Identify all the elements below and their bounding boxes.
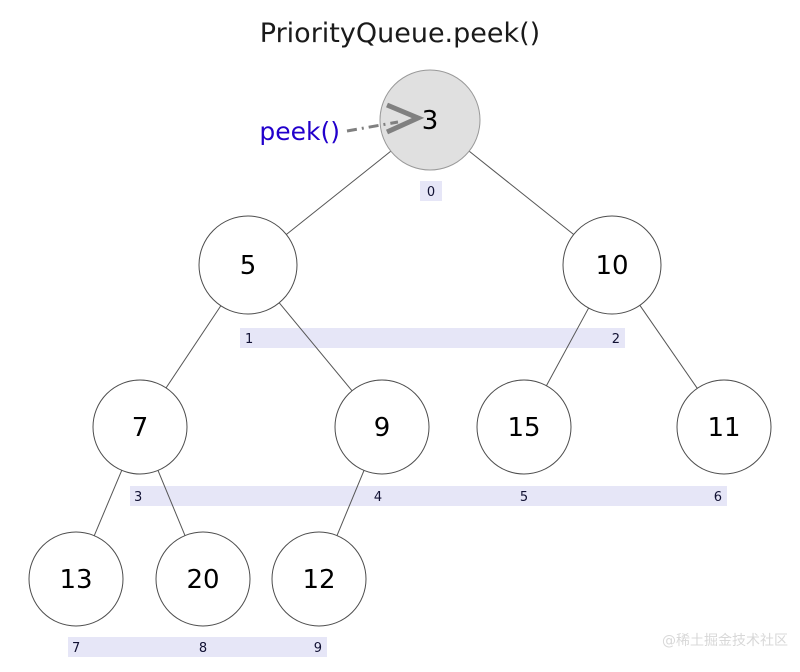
tree-node-11[interactable]: 11: [676, 379, 772, 475]
node-value-11: 11: [707, 413, 740, 443]
peek-arrow-line: [346, 120, 399, 133]
node-circle-5[interactable]: [198, 215, 298, 315]
tree-node-7[interactable]: 7: [92, 379, 188, 475]
node-circle-9[interactable]: [334, 379, 430, 475]
node-value-9: 9: [374, 413, 391, 443]
node-circle-11[interactable]: [676, 379, 772, 475]
index-band-level-3: [68, 637, 327, 657]
tree-edge-9-to-12: [336, 470, 365, 536]
index-band-level-0: [420, 181, 442, 201]
node-value-12: 12: [302, 565, 335, 595]
node-circle-10[interactable]: [562, 215, 662, 315]
array-index-label-4: 4: [374, 490, 382, 505]
tree-node-9[interactable]: 9: [334, 379, 430, 475]
node-value-3: 3: [422, 106, 439, 136]
node-circle-20[interactable]: [155, 531, 251, 627]
tree-node-13[interactable]: 13: [28, 531, 124, 627]
array-index-label-2: 2: [612, 332, 620, 347]
tree-edge-group: [93, 150, 698, 536]
tree-node-5[interactable]: 5: [198, 215, 298, 315]
tree-edge-3-to-10: [468, 150, 574, 235]
peek-annotation: peek(): [259, 102, 425, 146]
node-circle-15[interactable]: [476, 379, 572, 475]
tree-edge-7-to-20: [157, 470, 186, 536]
tree-edge-5-to-7: [165, 305, 222, 389]
tree-node-10[interactable]: 10: [562, 215, 662, 315]
page-title: PriorityQueue.peek(): [260, 18, 540, 49]
node-value-7: 7: [132, 413, 149, 443]
array-index-label-1: 1: [245, 332, 253, 347]
tree-edge-5-to-9: [278, 302, 353, 392]
tree-node-20[interactable]: 20: [155, 531, 251, 627]
node-value-13: 13: [59, 565, 92, 595]
node-value-5: 5: [240, 251, 257, 281]
node-value-10: 10: [595, 251, 628, 281]
node-circle-12[interactable]: [271, 531, 367, 627]
tree-edge-10-to-11: [639, 305, 698, 389]
tree-node-12[interactable]: 12: [271, 531, 367, 627]
watermark: @稀土掘金技术社区: [662, 633, 788, 649]
peek-label: peek(): [259, 117, 340, 146]
tree-node-15[interactable]: 15: [476, 379, 572, 475]
array-index-label-3: 3: [134, 490, 142, 505]
array-index-label-6: 6: [714, 490, 722, 505]
peek-arrow-head-icon: [385, 102, 425, 135]
tree-edge-10-to-15: [545, 307, 590, 386]
index-band-level-1: [240, 328, 625, 348]
node-value-15: 15: [507, 413, 540, 443]
node-value-20: 20: [186, 565, 219, 595]
tree-edge-3-to-5: [286, 150, 392, 235]
array-index-label-5: 5: [520, 490, 528, 505]
node-circle-13[interactable]: [28, 531, 124, 627]
node-circle-3[interactable]: [379, 69, 481, 171]
array-index-label-8: 8: [199, 641, 207, 656]
tree-node-3[interactable]: 3: [379, 69, 481, 171]
index-band-level-2: [130, 486, 727, 506]
array-index-label-0: 0: [427, 185, 435, 200]
array-index-label-7: 7: [72, 641, 80, 656]
tree-edge-7-to-13: [93, 470, 123, 536]
node-circle-7[interactable]: [92, 379, 188, 475]
array-index-label-9: 9: [314, 641, 322, 656]
